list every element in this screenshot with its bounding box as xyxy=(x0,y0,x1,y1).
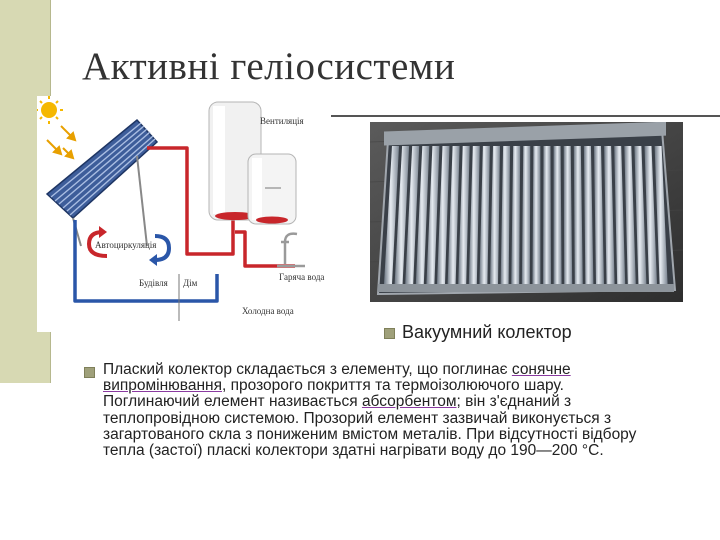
tube-collector-icon xyxy=(45,118,159,247)
vacuum-tube xyxy=(415,146,430,284)
paragraph-text: ; він з'єднаний з теплопровідною системо… xyxy=(103,393,637,460)
vacuum-tube xyxy=(458,146,470,284)
vacuum-tube xyxy=(447,146,460,284)
solar-radiation-link[interactable]: сонячне випромінювання xyxy=(103,361,571,395)
vacuum-tube xyxy=(594,146,604,284)
circulation-arrow-icon xyxy=(86,226,172,266)
photo-caption: Вакуумний колектор xyxy=(402,322,572,342)
vacuum-tube xyxy=(573,146,583,284)
building-label: Будівля xyxy=(139,278,168,288)
vacuum-tube xyxy=(532,146,541,284)
vacuum-tube xyxy=(634,146,647,284)
vacuum-tubes xyxy=(384,146,668,284)
ventilation-label: Вентиляція xyxy=(260,116,304,126)
cold-water-label: Холодна вода xyxy=(242,306,294,316)
sun-icon xyxy=(37,96,63,124)
sun-ray-arrows xyxy=(46,125,77,160)
body-paragraph: Плаский колектор складається з елементу,… xyxy=(103,361,663,460)
paragraph-text: Плаский колектор складається з елементу,… xyxy=(103,361,512,378)
bullet-marker xyxy=(84,367,95,378)
faucet-icon xyxy=(277,232,305,268)
vacuum-tube xyxy=(583,146,594,284)
vacuum-collector-photo xyxy=(370,122,683,302)
vacuum-tube xyxy=(405,146,420,284)
vacuum-tube xyxy=(553,146,562,284)
vacuum-tube xyxy=(521,146,531,284)
water-tank-icon xyxy=(247,153,297,225)
vacuum-tube xyxy=(511,146,521,284)
vacuum-tube xyxy=(614,146,626,284)
vacuum-tube xyxy=(604,146,615,284)
vacuum-tube xyxy=(394,146,410,284)
vacuum-tube xyxy=(654,146,668,284)
absorber-link[interactable]: абсорбентом xyxy=(361,393,457,411)
vacuum-tube xyxy=(500,146,511,284)
vacuum-tube xyxy=(624,146,636,284)
home-label: Дім xyxy=(183,278,198,288)
paragraph-text: , прозорого покриття та термоізолюючого … xyxy=(103,377,564,411)
vacuum-tube xyxy=(490,146,500,284)
vacuum-tube xyxy=(479,146,490,284)
title-rule xyxy=(300,115,720,117)
vacuum-tube xyxy=(563,146,573,284)
vacuum-tube xyxy=(426,146,440,284)
vacuum-tube xyxy=(543,146,551,284)
bullet-marker xyxy=(384,328,395,339)
slide-title: Активні геліосистеми xyxy=(82,45,456,88)
vacuum-tube xyxy=(468,146,480,284)
auto-circulation-label: Автоциркуляція xyxy=(95,240,156,250)
vacuum-tube xyxy=(644,146,657,284)
solar-system-diagram: Вентиляція Автоциркуляція Будівля Дім Га… xyxy=(37,96,331,332)
vacuum-tube xyxy=(437,146,450,284)
vacuum-tube xyxy=(384,146,399,284)
hot-water-label: Гаряча вода xyxy=(279,272,324,282)
